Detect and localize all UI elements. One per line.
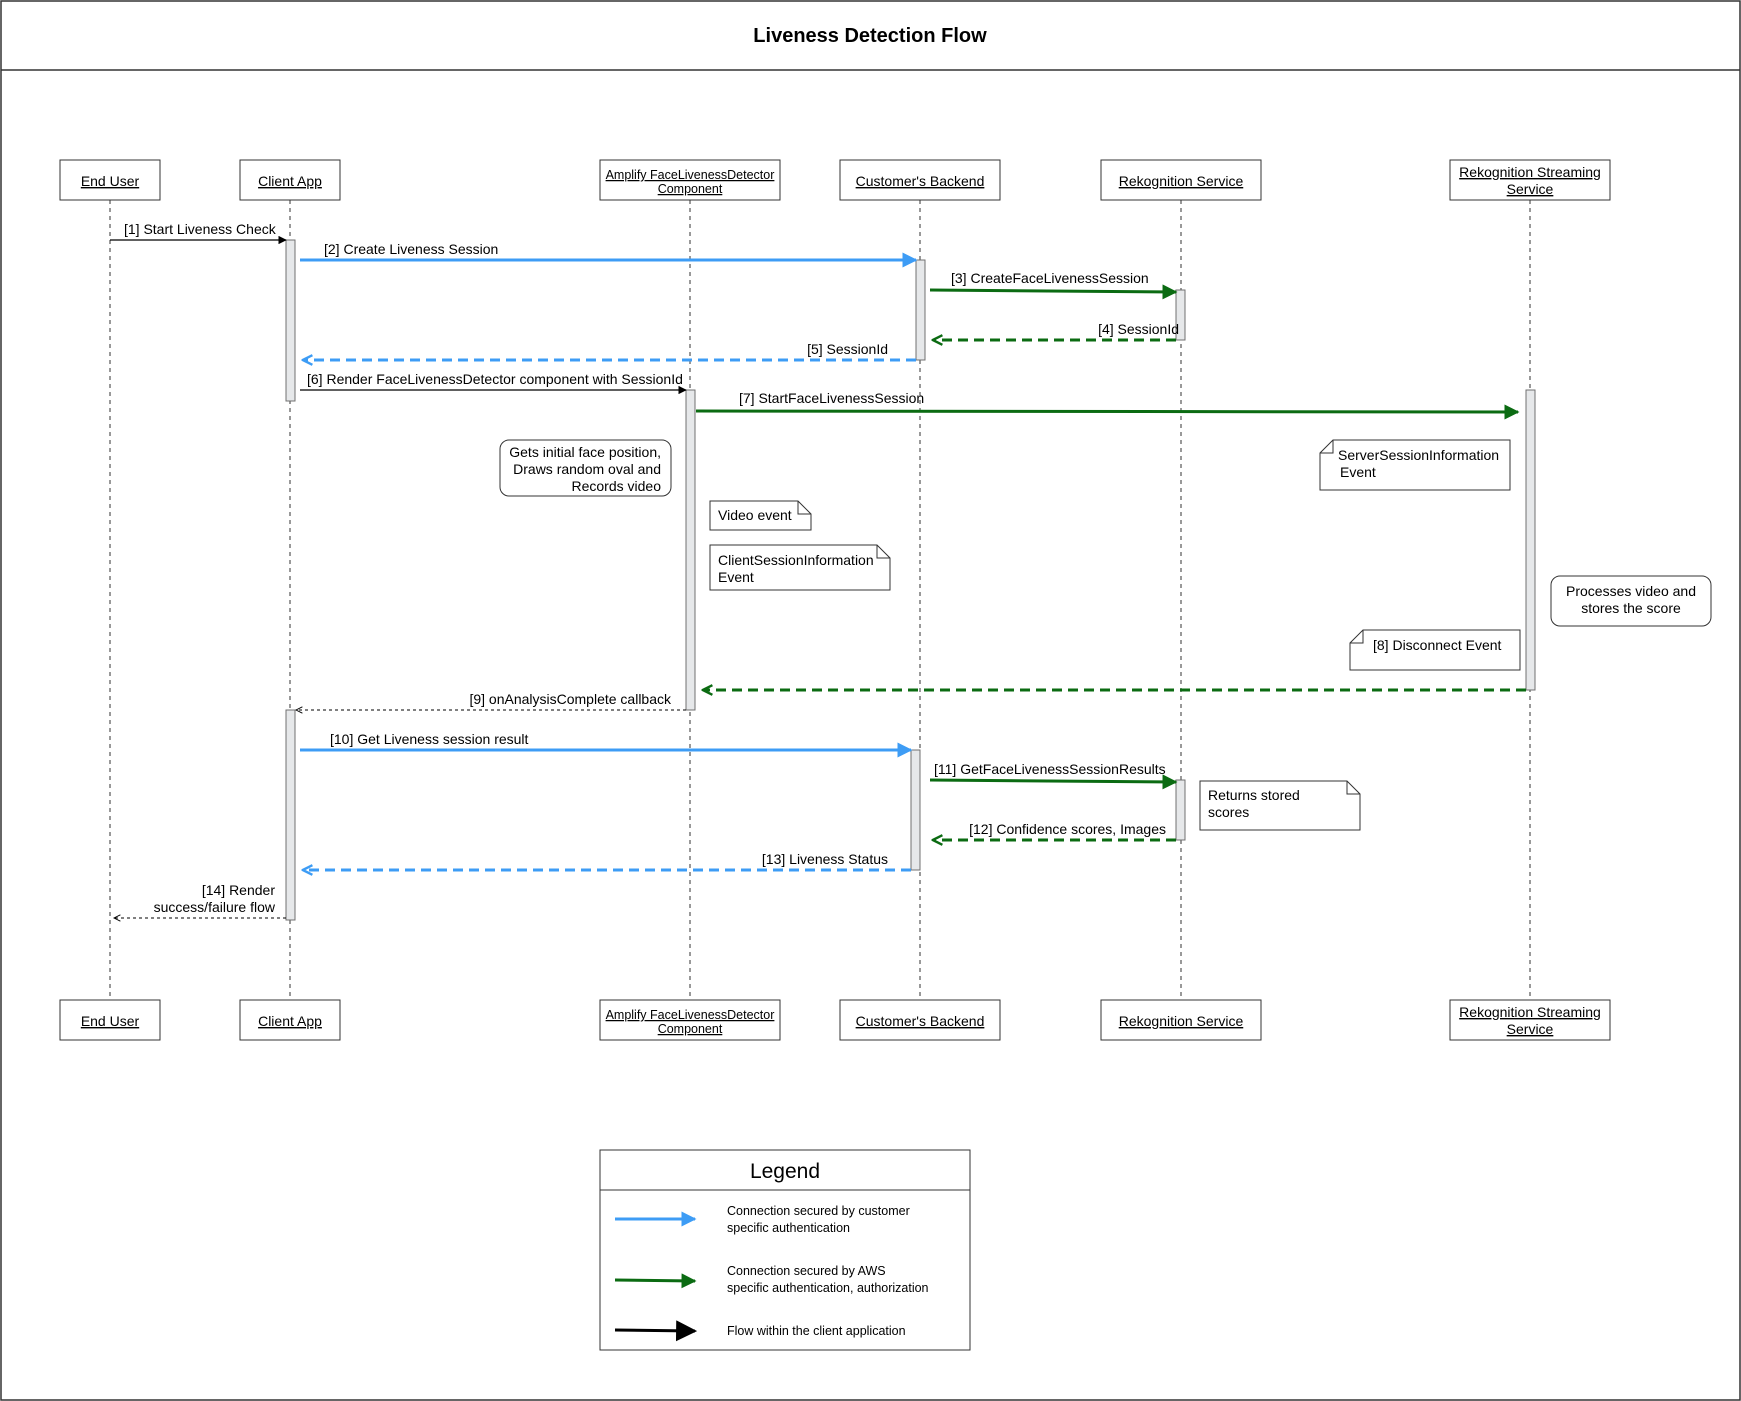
message-14: [14] Render success/failure flow — [114, 882, 286, 918]
participant-customer-backend-top: Customer's Backend — [839, 159, 1001, 201]
message-4: [4] SessionId — [934, 321, 1179, 340]
message-2: [2] Create Liveness Session — [300, 241, 918, 268]
svg-text:[3] CreateFaceLivenessSession: [3] CreateFaceLivenessSession — [951, 270, 1149, 286]
svg-text:[13] Liveness Status: [13] Liveness Status — [762, 851, 888, 867]
participant-end-user-bottom: End User — [59, 999, 161, 1041]
participant-streaming-top: Rekognition Streaming Service — [1449, 159, 1611, 201]
svg-text:Event: Event — [1340, 464, 1376, 480]
svg-text:[14] Render: [14] Render — [202, 882, 275, 898]
svg-text:End User: End User — [81, 1013, 140, 1029]
legend-item-aws-auth: Connection secured by AWS specific authe… — [614, 1264, 929, 1295]
svg-text:specific authentication, autho: specific authentication, authorization — [727, 1281, 929, 1295]
participant-rekognition-top: Rekognition Service — [1100, 159, 1262, 201]
svg-text:ServerSessionInformation: ServerSessionInformation — [1338, 447, 1499, 463]
svg-text:Service: Service — [1507, 1021, 1554, 1037]
svg-text:[2] Create Liveness Session: [2] Create Liveness Session — [324, 241, 498, 257]
participant-client-app-bottom: Client App — [239, 999, 341, 1041]
message-11: [11] GetFaceLivenessSessionResults — [929, 761, 1178, 790]
note-video-event: Video event — [709, 500, 812, 531]
message-1: [1] Start Liveness Check — [110, 221, 287, 245]
svg-text:Amplify FaceLivenessDetector: Amplify FaceLivenessDetector — [606, 168, 775, 182]
message-13: [13] Liveness Status — [304, 851, 911, 870]
message-6: [6] Render FaceLivenessDetector componen… — [300, 371, 687, 395]
svg-text:Component: Component — [658, 1022, 723, 1036]
activation-rek-2 — [1175, 779, 1186, 841]
svg-text:Rekognition Streaming: Rekognition Streaming — [1459, 164, 1601, 180]
activation-client-1 — [285, 239, 296, 402]
svg-text:Customer's Backend: Customer's Backend — [856, 1013, 985, 1029]
svg-text:Video event: Video event — [718, 507, 792, 523]
message-12: [12] Confidence scores, Images — [934, 821, 1176, 840]
svg-text:Rekognition Streaming: Rekognition Streaming — [1459, 1004, 1601, 1020]
note-server-session-information: ServerSessionInformation Event — [1319, 439, 1511, 491]
participant-streaming-bottom: Rekognition Streaming Service — [1449, 999, 1611, 1041]
svg-text:Service: Service — [1507, 181, 1554, 197]
svg-text:Customer's Backend: Customer's Backend — [856, 173, 985, 189]
svg-text:Component: Component — [658, 182, 723, 196]
activation-streaming — [1525, 389, 1536, 691]
note-client-session-information: ClientSessionInformation Event — [709, 544, 891, 591]
svg-text:[10] Get Liveness session resu: [10] Get Liveness session result — [330, 731, 529, 747]
svg-text:Client App: Client App — [258, 173, 322, 189]
legend: Legend Connection secured by customer sp… — [599, 1149, 971, 1351]
svg-text:[6] Render FaceLivenessDetecto: [6] Render FaceLivenessDetector componen… — [307, 371, 683, 387]
participant-customer-backend-bottom: Customer's Backend — [839, 999, 1001, 1041]
activation-amplify — [685, 389, 696, 711]
participant-amplify-bottom: Amplify FaceLivenessDetector Component — [599, 999, 781, 1041]
svg-text:specific authentication: specific authentication — [727, 1221, 850, 1235]
legend-item-client-flow: Flow within the client application — [614, 1320, 906, 1342]
note-processes-video: Processes video and stores the score — [1550, 575, 1712, 627]
legend-title: Legend — [750, 1160, 820, 1183]
svg-text:[9] onAnalysisComplete callbac: [9] onAnalysisComplete callback — [469, 691, 672, 707]
note-disconnect-event: [8] Disconnect Event — [1349, 629, 1521, 671]
svg-text:Connection secured by AWS: Connection secured by AWS — [727, 1264, 886, 1278]
svg-text:Draws random oval and: Draws random oval and — [513, 461, 661, 477]
activation-rek-1 — [1175, 289, 1186, 341]
message-7: [7] StartFaceLivenessSession — [695, 390, 1520, 420]
svg-text:stores the score: stores the score — [1581, 600, 1681, 616]
activation-bars — [285, 239, 1536, 921]
activation-client-2 — [285, 709, 296, 921]
svg-text:[7] StartFaceLivenessSession: [7] StartFaceLivenessSession — [739, 390, 924, 406]
svg-text:[8] Disconnect Event: [8] Disconnect Event — [1373, 637, 1502, 653]
svg-text:Returns stored: Returns stored — [1208, 787, 1300, 803]
svg-text:Rekognition Service: Rekognition Service — [1119, 173, 1244, 189]
svg-text:Client App: Client App — [258, 1013, 322, 1029]
svg-text:scores: scores — [1208, 804, 1249, 820]
note-face-position: Gets initial face position, Draws random… — [499, 439, 672, 497]
participant-end-user-top: End User — [59, 159, 161, 201]
svg-text:Flow within the client applica: Flow within the client application — [727, 1324, 906, 1338]
message-10: [10] Get Liveness session result — [300, 731, 913, 758]
svg-text:Gets initial face position,: Gets initial face position, — [509, 444, 661, 460]
participant-client-app-top: Client App — [239, 159, 341, 201]
svg-text:ClientSessionInformation: ClientSessionInformation — [718, 552, 874, 568]
participant-rekognition-bottom: Rekognition Service — [1100, 999, 1262, 1041]
svg-text:[5] SessionId: [5] SessionId — [807, 341, 888, 357]
svg-text:Processes video and: Processes video and — [1566, 583, 1696, 599]
message-9: [9] onAnalysisComplete callback — [296, 691, 686, 710]
svg-text:Event: Event — [718, 569, 754, 585]
svg-text:Rekognition Service: Rekognition Service — [1119, 1013, 1244, 1029]
svg-text:success/failure flow: success/failure flow — [154, 899, 276, 915]
svg-text:[12] Confidence scores, Images: [12] Confidence scores, Images — [969, 821, 1166, 837]
note-returns-stored-scores: Returns stored scores — [1199, 780, 1361, 831]
activation-backend-1 — [915, 259, 926, 361]
svg-text:Amplify FaceLivenessDetector: Amplify FaceLivenessDetector — [606, 1008, 775, 1022]
diagram-title: Liveness Detection Flow — [753, 25, 987, 47]
svg-text:Connection secured by customer: Connection secured by customer — [727, 1204, 910, 1218]
svg-text:[1] Start Liveness Check: [1] Start Liveness Check — [124, 221, 277, 237]
participant-amplify-top: Amplify FaceLivenessDetector Component — [599, 159, 781, 201]
message-5: [5] SessionId — [304, 341, 916, 360]
activation-backend-2 — [910, 749, 921, 871]
svg-text:[11] GetFaceLivenessSessionRes: [11] GetFaceLivenessSessionResults — [934, 761, 1166, 777]
svg-text:[4] SessionId: [4] SessionId — [1098, 321, 1179, 337]
message-3: [3] CreateFaceLivenessSession — [929, 270, 1178, 300]
legend-item-customer-auth: Connection secured by customer specific … — [615, 1204, 910, 1235]
svg-text:End User: End User — [81, 173, 140, 189]
svg-text:Records video: Records video — [572, 478, 662, 494]
